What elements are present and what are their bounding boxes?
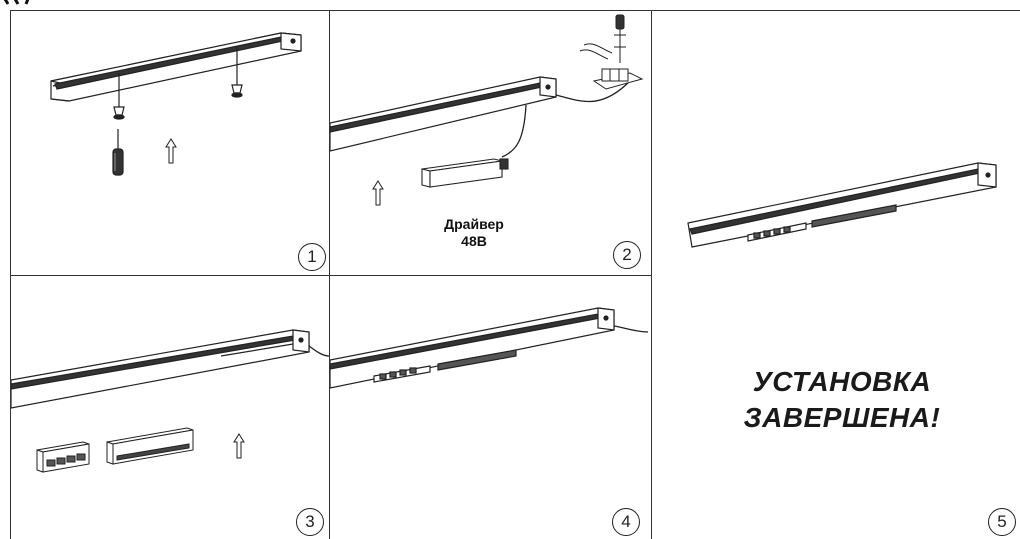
completion-message: УСТАНОВКА ЗАВЕРШЕНА! xyxy=(692,364,992,436)
screwdriver xyxy=(112,129,124,176)
driver-label: Драйвер 48В xyxy=(414,216,534,250)
up-arrow xyxy=(233,433,245,459)
step-5-illustration xyxy=(687,162,997,248)
step-number-2: 2 xyxy=(613,241,641,269)
step-number-5: 5 xyxy=(988,508,1016,536)
completion-line2: ЗАВЕРШЕНА! xyxy=(743,402,941,433)
header-fragment-mark xyxy=(3,0,30,5)
terminal-block xyxy=(579,43,644,90)
step-5-panel: УСТАНОВКА ЗАВЕРШЕНА! 5 xyxy=(652,11,1020,539)
up-arrow xyxy=(165,138,177,164)
completion-line1: УСТАНОВКА xyxy=(752,366,932,397)
instruction-grid-frame xyxy=(10,10,1020,539)
power-cable xyxy=(308,345,329,357)
driver-box xyxy=(421,158,509,188)
driver-cable xyxy=(501,104,527,158)
spot-module xyxy=(36,441,90,473)
power-cable xyxy=(613,325,649,333)
step-number-4: 4 xyxy=(612,508,640,536)
grid-divider-horizontal xyxy=(10,275,651,276)
grid-divider-vertical-2 xyxy=(651,10,652,539)
ceiling-screws xyxy=(113,47,243,120)
driver-label-line1: Драйвер xyxy=(444,216,504,232)
step-2-panel: Драйвер 48В 2 xyxy=(330,11,651,275)
led-profile xyxy=(330,76,557,152)
led-profile xyxy=(50,32,302,102)
step-2-illustration xyxy=(330,14,644,206)
up-arrow xyxy=(372,180,384,206)
step-3-illustration xyxy=(11,329,329,473)
led-profile xyxy=(11,329,310,409)
installed-led-profile xyxy=(687,162,997,248)
step-4-illustration xyxy=(330,307,649,389)
step-number-1: 1 xyxy=(298,243,326,271)
driver-label-line2: 48В xyxy=(461,233,487,249)
step-1-illustration xyxy=(50,32,302,176)
step-number-3: 3 xyxy=(296,508,324,536)
step-4-panel: 4 xyxy=(330,276,651,539)
step-1-panel: 1 xyxy=(11,11,329,275)
power-cable xyxy=(555,80,631,103)
led-profile xyxy=(330,307,615,389)
terminal-screwdriver xyxy=(614,14,626,63)
step-3-panel: 3 xyxy=(11,276,329,539)
linear-module xyxy=(106,427,194,465)
grid-divider-vertical-1 xyxy=(329,10,330,539)
